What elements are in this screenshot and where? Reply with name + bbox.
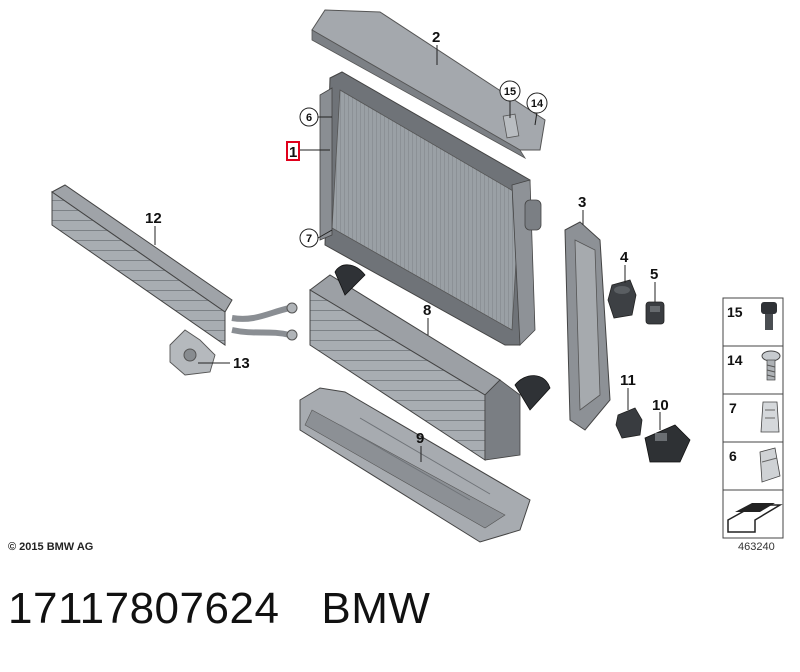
intercooler-part bbox=[309, 264, 551, 461]
spring-clip-icon bbox=[760, 401, 780, 433]
diagram-id: 463240 bbox=[738, 541, 775, 553]
bracket-part-13 bbox=[169, 329, 216, 376]
callout-1-highlight bbox=[286, 141, 300, 161]
brand-name: BMW bbox=[321, 584, 431, 633]
parts-diagram: 1 2 3 4 5 8 9 10 11 12 13 6 7 15 14 15 1… bbox=[51, 9, 784, 543]
circled-callout-6: 6 bbox=[299, 107, 319, 127]
callout-13: 13 bbox=[233, 355, 250, 372]
mount-part-5 bbox=[645, 301, 665, 325]
copyright-text: © 2015 BMW AG bbox=[8, 541, 94, 553]
circled-callout-14: 14 bbox=[526, 92, 548, 114]
callout-9: 9 bbox=[416, 430, 424, 447]
direction-arrow-icon bbox=[727, 503, 783, 533]
clamp-clip-icon bbox=[759, 447, 781, 483]
legend-number-15: 15 bbox=[727, 304, 743, 320]
radiator-part bbox=[319, 71, 542, 346]
side-duct-part bbox=[564, 221, 611, 431]
push-rivet-icon bbox=[761, 302, 777, 330]
callout-1: 1 bbox=[289, 144, 297, 161]
callout-8: 8 bbox=[423, 302, 431, 319]
legend-number-7: 7 bbox=[729, 400, 737, 416]
svg-text:15: 15 bbox=[504, 86, 516, 98]
callout-5: 5 bbox=[650, 266, 658, 283]
rubber-mount-part-4 bbox=[607, 279, 637, 319]
mount-part-10 bbox=[644, 424, 691, 463]
upper-cover-part bbox=[311, 9, 546, 160]
mount-part-11 bbox=[615, 407, 643, 439]
oil-cooler-part bbox=[51, 184, 298, 346]
legend-number-6: 6 bbox=[729, 448, 737, 464]
circled-callout-7: 7 bbox=[299, 228, 319, 248]
callout-11: 11 bbox=[620, 372, 636, 389]
callout-12: 12 bbox=[145, 210, 162, 227]
leader-lines bbox=[154, 45, 661, 462]
part-number: 17117807624 bbox=[8, 584, 280, 633]
callout-3: 3 bbox=[578, 194, 586, 211]
svg-text:7: 7 bbox=[306, 233, 312, 245]
legend-number-14: 14 bbox=[727, 352, 743, 368]
screw-icon bbox=[761, 350, 781, 381]
callout-4: 4 bbox=[620, 249, 629, 266]
circled-callout-15: 15 bbox=[499, 80, 521, 102]
svg-text:6: 6 bbox=[306, 112, 312, 124]
fastener-legend: 15 14 7 6 bbox=[722, 297, 784, 539]
part-caption: 17117807624 BMW bbox=[8, 584, 430, 634]
callout-2: 2 bbox=[432, 29, 440, 46]
svg-text:14: 14 bbox=[531, 98, 544, 110]
callout-10: 10 bbox=[652, 397, 669, 414]
lower-air-guide-part bbox=[299, 387, 531, 543]
